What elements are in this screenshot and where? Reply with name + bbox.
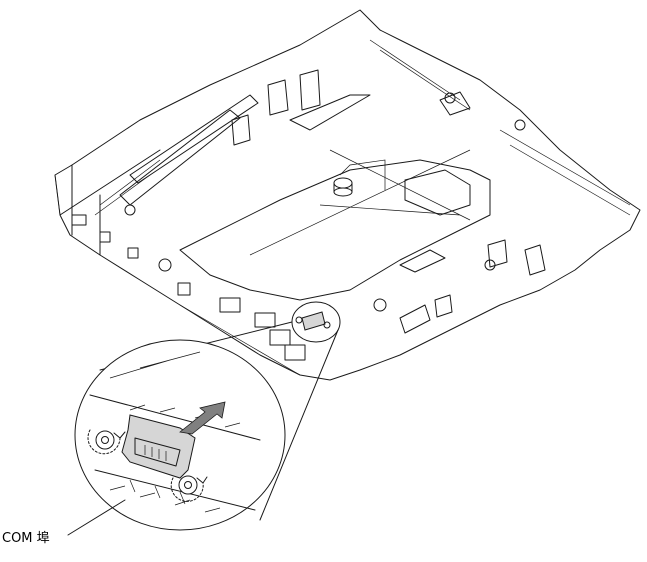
screw-post-right bbox=[170, 475, 208, 502]
top-connectors bbox=[231, 69, 371, 146]
direction-arrow-icon bbox=[179, 401, 226, 435]
mounting-stud bbox=[333, 177, 353, 197]
fan-connectors-row bbox=[369, 39, 631, 216]
label-leader-line bbox=[67, 499, 126, 536]
rear-io-ports bbox=[71, 214, 306, 361]
air-baffle bbox=[179, 149, 491, 301]
screw-post-left bbox=[87, 429, 126, 455]
com-port-label: COM 埠 bbox=[2, 531, 50, 546]
right-side-components bbox=[373, 239, 546, 334]
com-port-connector bbox=[121, 414, 196, 479]
com-port-small bbox=[295, 311, 331, 331]
